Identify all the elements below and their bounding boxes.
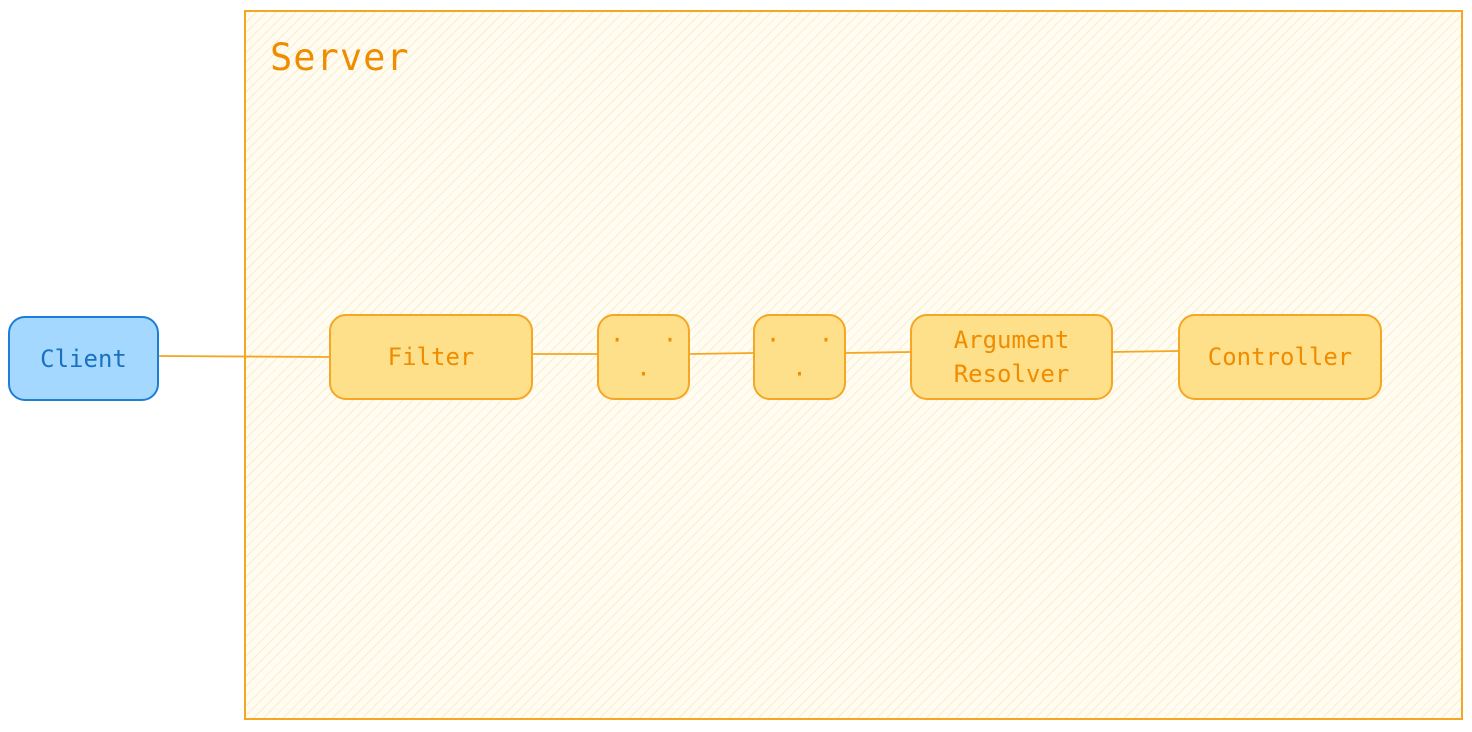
controller-label: Controller — [1207, 343, 1353, 371]
edge-client-filter — [158, 355, 331, 358]
client-node: Client — [8, 316, 159, 401]
argument-resolver-node: Argument Resolver — [910, 314, 1113, 400]
server-title: Server — [270, 36, 410, 79]
controller-node: Controller — [1178, 314, 1382, 400]
ellipsis-node-1: · · · — [597, 314, 690, 400]
filter-node: Filter — [329, 314, 533, 400]
ellipsis-label-1: · · · — [609, 326, 690, 388]
edge-argument-resolver-controller — [1111, 350, 1180, 353]
argument-resolver-label: Argument Resolver — [953, 326, 1070, 388]
ellipsis-node-2: · · · — [753, 314, 846, 400]
ellipsis-label-2: · · · — [765, 326, 846, 388]
edge-ellipsis-1-ellipsis-2 — [688, 352, 755, 355]
client-label: Client — [40, 344, 127, 373]
edge-ellipsis-2-argument-resolver — [844, 351, 912, 354]
filter-label: Filter — [387, 343, 475, 371]
